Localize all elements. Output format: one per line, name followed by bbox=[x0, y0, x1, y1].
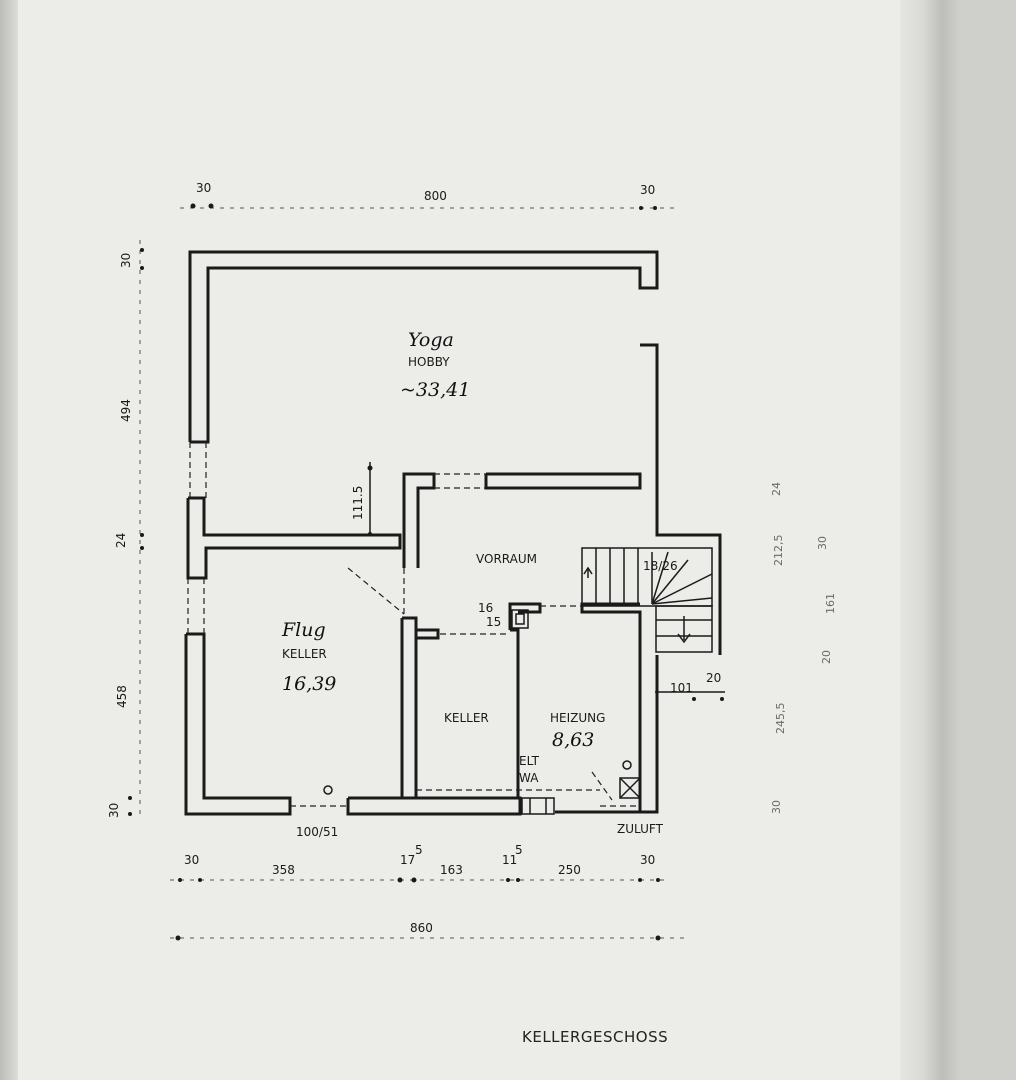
wa-label: WA bbox=[519, 771, 539, 785]
stair-lower bbox=[655, 605, 713, 653]
hobby-handwritten: Yoga bbox=[408, 329, 454, 351]
dim-bottom-e-sup: 5 bbox=[515, 843, 523, 857]
interior-walls bbox=[400, 472, 642, 800]
staircase bbox=[581, 547, 713, 653]
keller-divider bbox=[400, 616, 418, 800]
dim-bottom-c: 17 bbox=[400, 853, 415, 867]
dimension-lines bbox=[139, 207, 690, 939]
step-label-b: 15 bbox=[486, 615, 501, 629]
dim-bottom-a: 30 bbox=[184, 853, 199, 867]
stair-outline bbox=[581, 547, 713, 607]
faint-r4: 161 bbox=[824, 593, 837, 614]
chimney-flue bbox=[515, 613, 525, 625]
plan-title: KELLERGESCHOSS bbox=[522, 1028, 668, 1046]
step-label-a: 16 bbox=[478, 601, 493, 615]
faint-right-annotations: 24 212,5 30 161 20 245,5 30 bbox=[770, 482, 837, 814]
dim-bottom-d: 163 bbox=[440, 863, 463, 877]
zuluft-label: ZULUFT bbox=[617, 822, 664, 836]
outer-walls bbox=[184, 250, 722, 816]
dim-top-right: 30 bbox=[640, 183, 655, 197]
heizung-label: HEIZUNG bbox=[550, 711, 605, 725]
window-heizung bbox=[521, 797, 555, 815]
faint-r7: 30 bbox=[770, 800, 783, 814]
vorraum-wall-top bbox=[402, 472, 436, 568]
faint-r5: 20 bbox=[820, 650, 833, 664]
faint-r6: 245,5 bbox=[774, 703, 787, 735]
heizung-top bbox=[508, 602, 542, 630]
heizung-area: 8,63 bbox=[552, 729, 594, 751]
dim-bottom-total: 860 bbox=[410, 921, 433, 935]
paper-sheet bbox=[18, 0, 918, 1080]
left-wall-mid bbox=[186, 496, 402, 580]
dim-left-mid: 24 bbox=[114, 533, 128, 548]
paper-left-edge bbox=[0, 0, 18, 1080]
vent-marker bbox=[622, 760, 632, 770]
dim-bottom-b: 358 bbox=[272, 863, 295, 877]
paper-shadow bbox=[900, 0, 960, 1080]
dim-top-total: 800 bbox=[424, 189, 447, 203]
faint-r2: 212,5 bbox=[772, 535, 785, 567]
dim-top-left: 30 bbox=[196, 181, 211, 195]
window-label: 100/51 bbox=[296, 825, 338, 839]
keller-large-label: KELLER bbox=[282, 647, 327, 661]
top-wall bbox=[188, 250, 659, 444]
hobby-area: ~33,41 bbox=[400, 379, 470, 401]
dimension-ticks bbox=[128, 203, 724, 941]
bottom-wall bbox=[346, 796, 522, 816]
dim-bottom-g: 30 bbox=[640, 853, 655, 867]
keller-large-handwritten: Flug bbox=[281, 619, 326, 641]
dim-left-hobby: 494 bbox=[119, 399, 133, 422]
stair-side-label: 20 bbox=[706, 671, 721, 685]
dim-left-bottom: 30 bbox=[107, 803, 121, 818]
stair-width-label: 101 bbox=[670, 681, 693, 695]
keller-small-label: KELLER bbox=[444, 711, 489, 725]
stair-label: 18/26 bbox=[643, 559, 678, 573]
hobby-bottom-wall bbox=[484, 472, 642, 490]
heizung-divider bbox=[510, 628, 520, 800]
dim-bottom-c-sup: 5 bbox=[415, 843, 423, 857]
vorraum-label: VORRAUM bbox=[476, 552, 537, 566]
right-wall-hobby bbox=[640, 343, 722, 655]
hobby-label: HOBBY bbox=[408, 355, 450, 369]
faint-r3: 30 bbox=[816, 536, 829, 550]
openings bbox=[187, 442, 641, 815]
keller-large-area: 16,39 bbox=[282, 673, 336, 695]
ventilation-box bbox=[619, 777, 641, 799]
keller-small-top bbox=[416, 628, 440, 640]
left-wall-lower bbox=[184, 632, 292, 816]
dim-left-keller: 458 bbox=[115, 685, 129, 708]
floor-drain bbox=[323, 785, 333, 795]
faint-r1: 24 bbox=[770, 482, 783, 496]
dim-bottom-f: 250 bbox=[558, 863, 581, 877]
elt-label: ELT bbox=[519, 754, 540, 768]
dim-inner-wall: 111.5 bbox=[351, 486, 365, 520]
chimney bbox=[511, 609, 529, 629]
dim-left-top: 30 bbox=[119, 253, 133, 268]
dim-bottom-e: 11 bbox=[502, 853, 517, 867]
